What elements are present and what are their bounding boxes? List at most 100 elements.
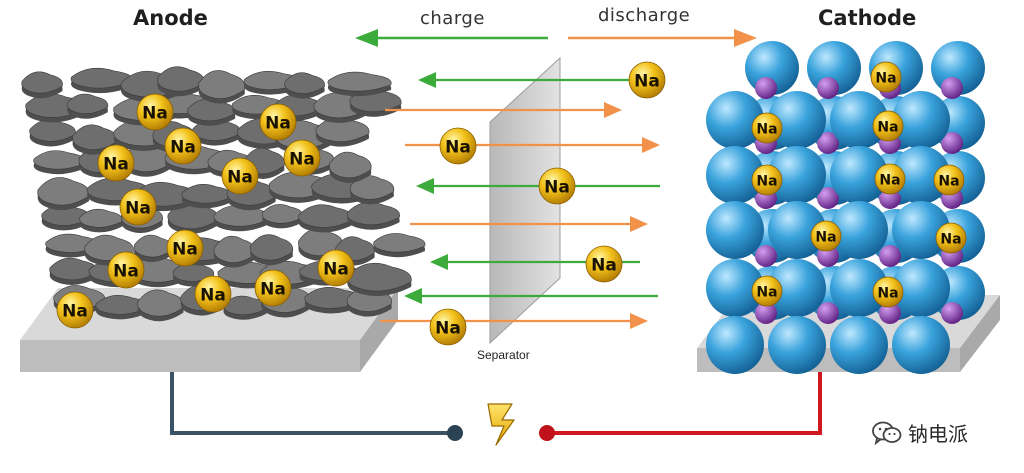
cathode-sphere (768, 259, 826, 317)
cathode-lattice (706, 41, 985, 374)
sodium-ion-label: Na (142, 103, 168, 123)
sodium-ion: Na (628, 61, 666, 99)
sodium-ion-label: Na (938, 173, 959, 189)
sodium-ion-label: Na (227, 167, 253, 187)
sodium-ion: Na (283, 139, 321, 177)
sodium-ion-label: Na (170, 137, 196, 157)
arrowhead (418, 72, 436, 88)
cathode-sphere (706, 146, 764, 204)
cathode-dopant (879, 302, 901, 324)
sodium-ion-label: Na (62, 301, 88, 321)
sodium-ion: Na (751, 275, 783, 307)
cathode-dopant (755, 77, 777, 99)
sodium-ion: Na (107, 251, 145, 289)
sodium-ion-label: Na (260, 279, 286, 299)
sodium-ion-label: Na (289, 149, 315, 169)
sodium-ion: Na (872, 276, 904, 308)
cathode-sphere (892, 201, 950, 259)
arrowhead (630, 216, 648, 232)
sodium-ion-label: Na (172, 239, 198, 259)
sodium-ion: Na (810, 220, 842, 252)
cathode-dopant (755, 245, 777, 267)
cathode-dopant (879, 245, 901, 267)
discharge-label: discharge (598, 5, 691, 26)
sodium-ion: Na (439, 127, 477, 165)
sodium-ion-label: Na (877, 119, 898, 135)
flow-header-arrows (355, 29, 757, 47)
arrowhead (430, 254, 448, 270)
sodium-ion: Na (935, 222, 967, 254)
external-circuit (170, 372, 822, 446)
arrowhead (416, 178, 434, 194)
discharge-header-arrowhead (734, 29, 757, 47)
cathode-sphere (706, 316, 764, 374)
sodium-ion: Na (538, 167, 576, 205)
sodium-ion: Na (751, 112, 783, 144)
cathode-dopant (817, 187, 839, 209)
anode-label: Anode (133, 6, 208, 30)
sodium-ion: Na (119, 188, 157, 226)
cathode-sphere (768, 201, 826, 259)
sodium-ion: Na (429, 308, 467, 346)
sodium-ion: Na (254, 269, 292, 307)
cathode-sphere (706, 91, 764, 149)
sodium-ion-label: Na (591, 255, 617, 275)
sodium-ion-label: Na (200, 285, 226, 305)
cathode-sphere (768, 91, 826, 149)
sodium-ion: Na (97, 144, 135, 182)
sodium-ion-label: Na (323, 259, 349, 279)
cathode-dopant (817, 132, 839, 154)
watermark: 钠电派 (872, 418, 968, 447)
sodium-ion: Na (751, 164, 783, 196)
sodium-ion: Na (870, 61, 902, 93)
separator-label: Separator (477, 348, 530, 362)
sodium-ion-label: Na (113, 261, 139, 281)
sodium-ion-label: Na (435, 318, 461, 338)
cathode-dopant (941, 132, 963, 154)
sodium-ion: Na (166, 229, 204, 267)
charge-header-arrowhead (355, 29, 378, 47)
sodium-ion-label: Na (634, 71, 660, 91)
cathode-sphere (830, 316, 888, 374)
cathode-label: Cathode (818, 6, 917, 30)
sodium-ion: Na (194, 275, 232, 313)
cathode-dopant (755, 302, 777, 324)
sodium-ion: Na (317, 249, 355, 287)
watermark-text: 钠电派 (908, 422, 968, 446)
sodium-ion-label: Na (103, 154, 129, 174)
sodium-ion: Na (933, 164, 965, 196)
sodium-ion-label: Na (756, 173, 777, 189)
sodium-ion: Na (221, 157, 259, 195)
sodium-ion-label: Na (756, 284, 777, 300)
cathode-dopant (817, 302, 839, 324)
cathode-sphere (768, 316, 826, 374)
sodium-ion: Na (874, 163, 906, 195)
cathode-dopant (941, 302, 963, 324)
cathode-sphere (892, 316, 950, 374)
sodium-ion: Na (585, 245, 623, 283)
sodium-ion-label: Na (940, 231, 961, 247)
sodium-ion-label: Na (879, 172, 900, 188)
arrowhead (642, 137, 660, 153)
sodium-ion: Na (56, 291, 94, 329)
anode-wire (170, 372, 455, 435)
arrowhead (630, 313, 648, 329)
sodium-ion: Na (164, 127, 202, 165)
sodium-ion-label: Na (125, 198, 151, 218)
cathode-sphere (706, 259, 764, 317)
cathode-sphere (830, 201, 888, 259)
sodium-ion-label: Na (815, 229, 836, 245)
sodium-ion-label: Na (756, 121, 777, 137)
sodium-ion-label: Na (877, 285, 898, 301)
cathode-sphere (830, 91, 888, 149)
cathode-dopant (941, 77, 963, 99)
cathode-wire (547, 372, 822, 435)
sodium-ion-label: Na (445, 137, 471, 157)
sodium-ion-label: Na (875, 70, 896, 86)
sodium-ion: Na (872, 110, 904, 142)
wechat-icon (872, 421, 902, 445)
cathode-sphere (892, 91, 950, 149)
cathode-sphere (892, 259, 950, 317)
